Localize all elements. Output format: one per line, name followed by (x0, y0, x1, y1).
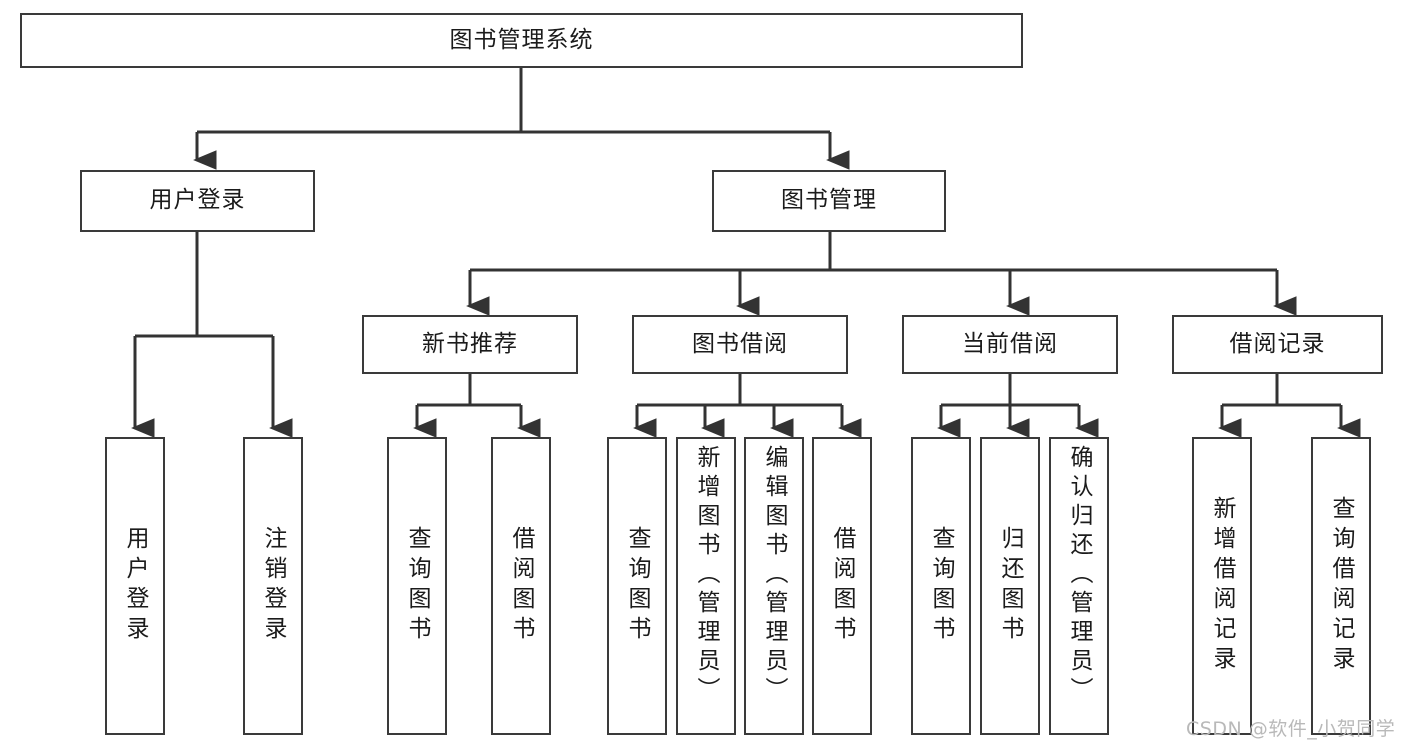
leaf-current-borrow-query-book[interactable]: 查询图书 (911, 437, 971, 735)
leaf-user-login-logout[interactable]: 注销登录 (243, 437, 303, 735)
leaf-new-book-query-book[interactable]: 查询图书 (387, 437, 447, 735)
node-book-management[interactable]: 图书管理 (712, 170, 946, 232)
leaf-current-borrow-return-book[interactable]: 归还图书 (980, 437, 1040, 735)
node-new-book-recommend[interactable]: 新书推荐 (362, 315, 578, 374)
csdn-watermark: CSDN @软件_小贺同学 (1186, 718, 1396, 740)
leaf-borrow-record-add-record[interactable]: 新增借阅记录 (1192, 437, 1252, 735)
node-root-book-management-system[interactable]: 图书管理系统 (20, 13, 1023, 68)
leaf-book-borrow-add-book-admin[interactable]: 新增图书（管理员） (676, 437, 736, 735)
leaf-borrow-record-query-record[interactable]: 查询借阅记录 (1311, 437, 1371, 735)
node-borrow-record[interactable]: 借阅记录 (1172, 315, 1383, 374)
leaf-current-borrow-confirm-return-admin[interactable]: 确认归还（管理员） (1049, 437, 1109, 735)
node-current-borrow[interactable]: 当前借阅 (902, 315, 1118, 374)
leaf-book-borrow-edit-book-admin[interactable]: 编辑图书（管理员） (744, 437, 804, 735)
leaf-new-book-borrow-book[interactable]: 借阅图书 (491, 437, 551, 735)
node-book-borrow[interactable]: 图书借阅 (632, 315, 848, 374)
leaf-user-login-login[interactable]: 用户登录 (105, 437, 165, 735)
leaf-book-borrow-query-book[interactable]: 查询图书 (607, 437, 667, 735)
node-user-login[interactable]: 用户登录 (80, 170, 315, 232)
leaf-book-borrow-borrow-book[interactable]: 借阅图书 (812, 437, 872, 735)
